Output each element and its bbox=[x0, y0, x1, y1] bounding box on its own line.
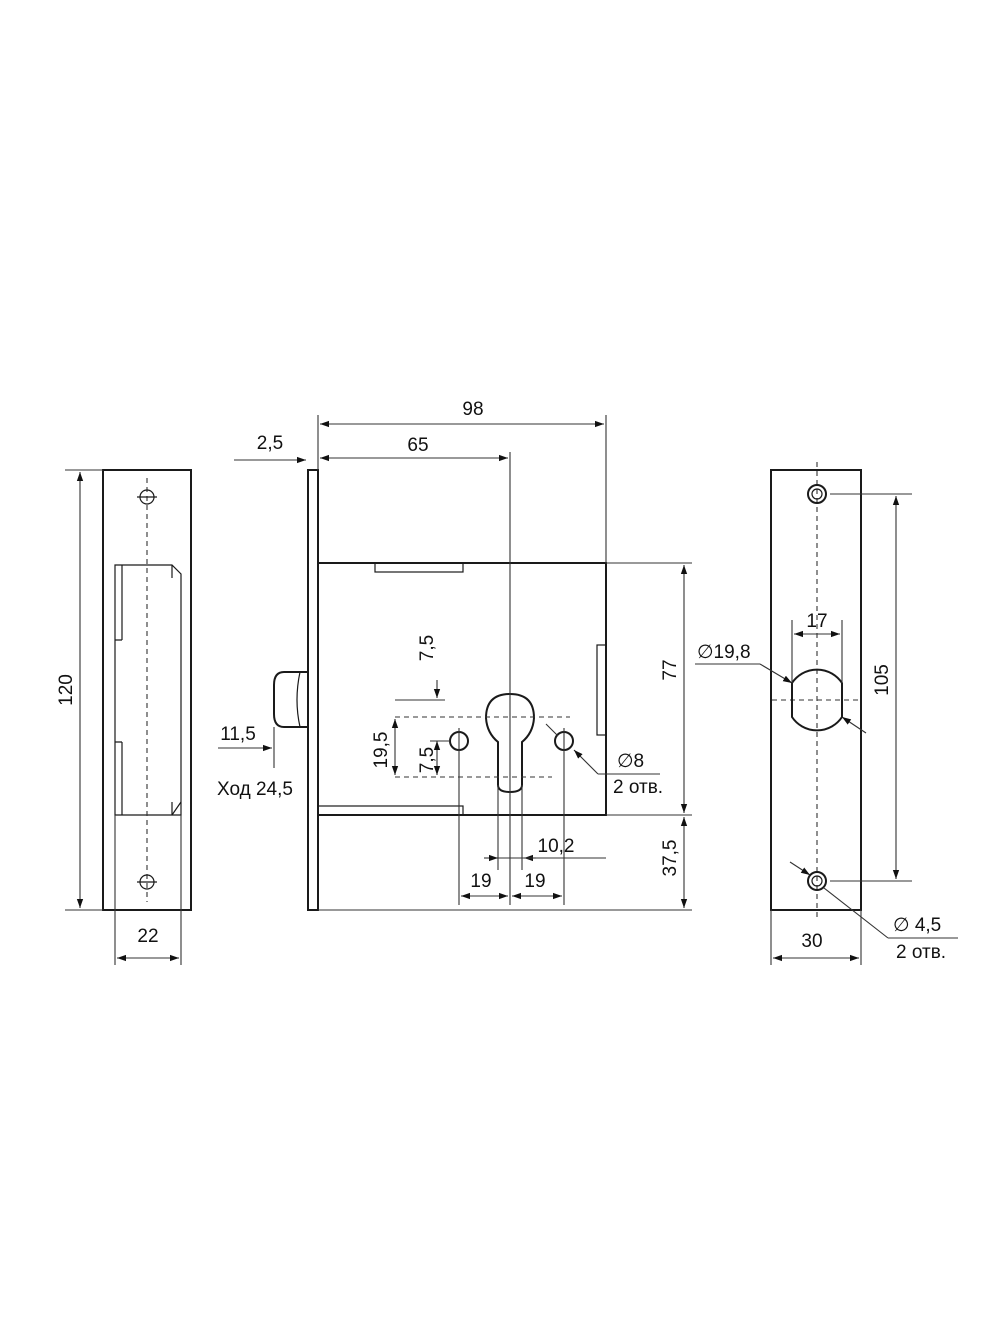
label-19-5: 19,5 bbox=[371, 732, 392, 769]
label-37-5: 37,5 bbox=[660, 840, 681, 877]
label-105: 105 bbox=[872, 664, 893, 696]
label-2-holes-2: 2 отв. bbox=[896, 942, 946, 963]
label-2-holes-1: 2 отв. bbox=[613, 777, 663, 798]
label-d4-5: ∅ 4,5 bbox=[893, 915, 941, 936]
faceplate-hole-bottom bbox=[807, 871, 827, 891]
label-d8: ∅8 bbox=[617, 751, 644, 772]
faceplate-outline bbox=[770, 469, 862, 911]
label-11-5: 11,5 bbox=[220, 724, 256, 745]
label-7-5-top: 7,5 bbox=[417, 635, 438, 661]
label-17: 17 bbox=[806, 611, 827, 632]
faceplate-hole-top bbox=[807, 484, 827, 504]
strike-box bbox=[114, 564, 182, 816]
label-19-left: 19 bbox=[470, 871, 491, 892]
label-2-5: 2,5 bbox=[257, 433, 283, 454]
strike-plate-outline bbox=[102, 469, 192, 911]
latch-bolt bbox=[273, 671, 308, 728]
label-19-right: 19 bbox=[524, 871, 545, 892]
label-d19-8: ∅19,8 bbox=[697, 642, 751, 663]
label-22: 22 bbox=[137, 926, 158, 947]
faceplate bbox=[307, 469, 319, 911]
label-7-5-bottom: 7,5 bbox=[417, 747, 438, 773]
label-120: 120 bbox=[56, 674, 77, 706]
label-77: 77 bbox=[660, 659, 681, 680]
label-travel: Ход 24,5 bbox=[217, 779, 293, 800]
label-30: 30 bbox=[801, 931, 822, 952]
label-10-2: 10,2 bbox=[538, 836, 575, 857]
strike-plate-view: 120 22 bbox=[56, 469, 192, 965]
lock-body-view: 98 65 2,5 7,5 19,5 7,5 11,5 Ход 24,5 77 … bbox=[217, 399, 692, 911]
label-98: 98 bbox=[462, 399, 483, 420]
faceplate-view: 17 ∅19,8 105 ∅ 4,5 2 отв. 30 bbox=[695, 462, 958, 965]
label-65: 65 bbox=[407, 435, 428, 456]
